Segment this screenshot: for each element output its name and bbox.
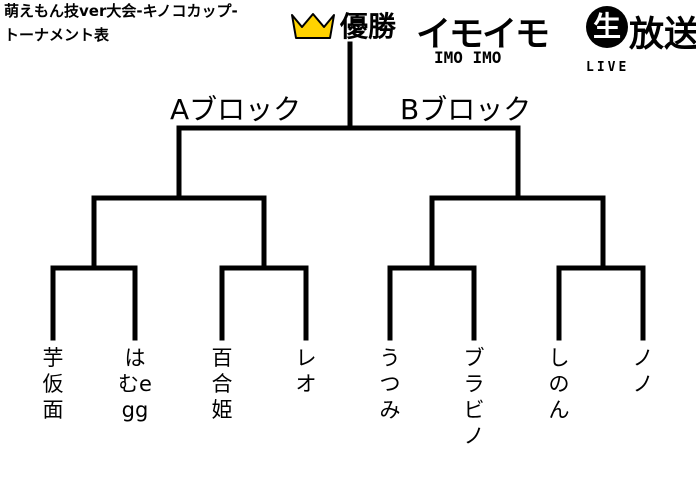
logo-live-badge: 生 xyxy=(586,6,628,48)
tournament-title: 萌えもん技ver大会-キノコカップ- xyxy=(4,2,238,20)
crown-icon xyxy=(291,13,335,39)
participant-7: しのん xyxy=(548,346,570,422)
tournament-subtitle: トーナメント表 xyxy=(4,26,110,44)
participant-3: 百合姫 xyxy=(211,346,233,422)
logo-live-text: LIVE xyxy=(586,60,630,75)
participant-8: ノノ xyxy=(632,346,654,396)
block-a-label: Aブロック xyxy=(170,93,302,126)
imoimo-live-logo: イモイモ IMO IMO 生 放送 LIVE xyxy=(416,4,696,84)
logo-text: イモイモ xyxy=(416,15,550,55)
participant-4: レオ xyxy=(295,346,317,396)
logo-broadcast-text: 放送 xyxy=(629,15,696,55)
winner-label: 優勝 xyxy=(340,10,397,43)
participant-5: うつみ xyxy=(379,346,401,422)
participant-6: ブラビノ xyxy=(463,346,485,448)
logo-subtext: IMO IMO xyxy=(434,48,502,67)
participant-1: 芋仮面 xyxy=(42,346,64,422)
block-b-label: Bブロック xyxy=(400,93,532,126)
participant-2: はむegg xyxy=(118,346,152,422)
